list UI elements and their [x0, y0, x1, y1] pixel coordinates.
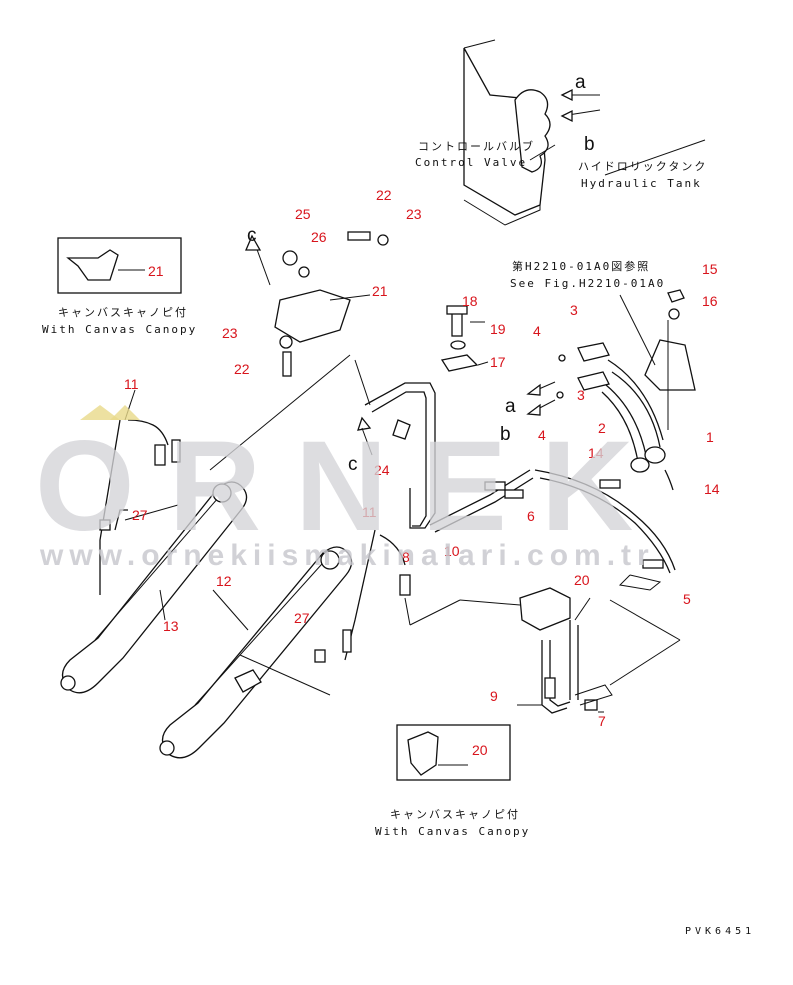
canvas-canopy-label-en-1: With Canvas Canopy: [42, 323, 197, 336]
drawing-code: PVK6451: [685, 926, 755, 937]
bracket-assembly: [245, 231, 389, 377]
connector-hose-group: [526, 342, 674, 491]
callout-13: 13: [163, 618, 179, 634]
callout-21b: 21: [372, 283, 388, 299]
callout-27b: 27: [294, 610, 310, 626]
control-valve-label-jp: コントロールバルブ: [418, 139, 535, 153]
callout-4b: 4: [538, 427, 546, 443]
pipe-hose-group: [354, 359, 676, 591]
watermark-logo-mark: [80, 405, 120, 420]
callout-21a: 21: [148, 263, 164, 279]
callout-7: 7: [598, 713, 606, 729]
callout-19: 19: [490, 321, 506, 337]
callout-1: 1: [706, 429, 714, 445]
hydraulic-tank-label-jp: ハイドロリックタンク: [578, 160, 707, 173]
letter-c-mid: c: [348, 454, 358, 475]
callout-3b: 3: [577, 387, 585, 403]
watermark-url: www.ornekiismakinalari.com.tr: [39, 539, 655, 572]
callout-20a: 20: [574, 572, 590, 588]
callout-24: 24: [374, 462, 390, 478]
cylinder-12: [159, 529, 461, 759]
canvas-canopy-label-jp-1: キャンバスキャノピ付: [58, 306, 188, 319]
callout-11a: 11: [124, 376, 139, 392]
callout-12: 12: [216, 573, 232, 589]
watermark-brand: ORNEK: [35, 415, 667, 558]
callout-20b: 20: [472, 742, 488, 758]
see-fig-label-jp: 第H2210-01A0図参照: [512, 259, 650, 273]
callout-14a: 14: [588, 445, 604, 461]
callout-3a: 3: [570, 302, 578, 318]
callout-11b: 11: [362, 504, 377, 520]
clamp-assembly: [440, 305, 489, 372]
tank-bracket: [619, 289, 696, 430]
callout-23a: 23: [406, 206, 422, 222]
callout-9: 9: [490, 688, 498, 704]
canvas-canopy-label-jp-2: キャンバスキャノピ付: [390, 808, 520, 821]
callout-16: 16: [702, 293, 718, 309]
see-fig-label-en: See Fig.H2210-01A0: [510, 277, 665, 290]
canvas-canopy-label-en-2: With Canvas Canopy: [375, 825, 530, 838]
callout-23b: 23: [222, 325, 238, 341]
cylinder-13: [60, 354, 351, 694]
callout-8: 8: [402, 549, 410, 565]
control-valve-label-en: Control Valve: [415, 156, 527, 169]
letter-a-top: a: [575, 72, 586, 93]
callout-27a: 27: [132, 507, 148, 523]
watermark: ORNEK www.ornekiismakinalari.com.tr: [35, 405, 667, 572]
callout-26: 26: [311, 229, 327, 245]
callout-18: 18: [462, 293, 478, 309]
letter-a-mid: a: [505, 396, 516, 417]
letter-b-mid: b: [500, 424, 511, 445]
callout-17: 17: [490, 354, 506, 370]
control-valve-tank-assembly: [463, 39, 706, 226]
callout-22b: 22: [234, 361, 250, 377]
hydraulic-tank-label-en: Hydraulic Tank: [581, 177, 702, 190]
callout-4a: 4: [533, 323, 541, 339]
callout-2: 2: [598, 420, 606, 436]
callout-22a: 22: [376, 187, 392, 203]
letter-c-top: c: [247, 225, 257, 246]
callout-10: 10: [444, 543, 460, 559]
pipe-bracket-group: [459, 587, 681, 714]
callout-6: 6: [527, 508, 535, 524]
callout-5: 5: [683, 591, 691, 607]
callout-14b: 14: [704, 481, 720, 497]
callout-25: 25: [295, 206, 311, 222]
inset-canvas-canopy-bracket-1: [57, 237, 182, 294]
inset-canvas-canopy-bracket-2: [396, 724, 511, 781]
callout-15: 15: [702, 261, 718, 277]
letter-b-top: b: [584, 134, 595, 155]
